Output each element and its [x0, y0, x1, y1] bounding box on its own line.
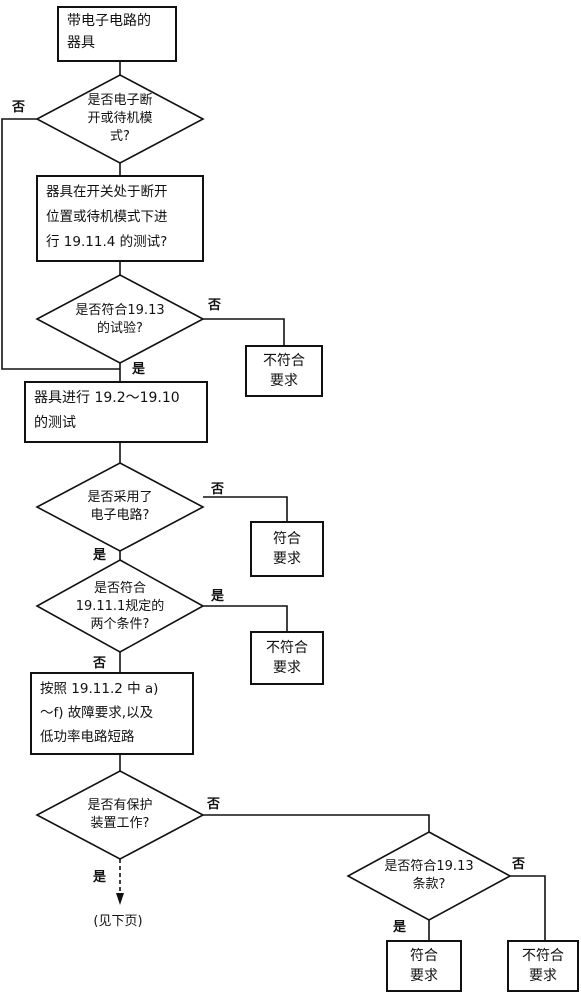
- label-no-d6: 否: [512, 857, 526, 872]
- label-no-d3: 否: [211, 482, 225, 497]
- label-no-d1: 否: [12, 100, 26, 115]
- continue-note: (见下页): [93, 914, 143, 929]
- result-box-3: 不符合 要求: [250, 631, 324, 685]
- process-box-3: 按照 19.11.2 中 a) ～f) 故障要求,以及 低功率电路短路: [30, 672, 194, 755]
- decision-2-text: 是否符合19.13 的试验?: [75, 303, 165, 336]
- label-no-d5: 否: [207, 797, 221, 812]
- result-box-2: 符合 要求: [250, 521, 324, 577]
- label-yes-d3: 是: [93, 548, 107, 563]
- process-box-2: 器具进行 19.2～19.10 的测试: [24, 381, 208, 443]
- label-no-d4: 否: [93, 656, 107, 671]
- decision-6-text: 是否符合19.13 条款?: [384, 859, 474, 892]
- result-box-1: 不符合 要求: [245, 345, 323, 397]
- label-no-d2: 否: [208, 298, 222, 313]
- decision-4-text: 是否符合 19.11.1规定的 两个条件?: [75, 581, 165, 632]
- label-yes-d6: 是: [393, 920, 407, 935]
- process-box-1: 器具在开关处于断开 位置或待机模式下进 行 19.11.4 的测试?: [36, 175, 204, 262]
- decision-3-text: 是否采用了 电子电路?: [87, 490, 153, 523]
- label-yes-d2: 是: [132, 362, 146, 377]
- label-yes-d5: 是: [93, 870, 107, 885]
- start-box: 带电子电路的 器具: [57, 6, 177, 62]
- decision-1-text: 是否电子断 开或待机模 式?: [87, 93, 153, 144]
- result-box-5: 不符合 要求: [507, 940, 579, 992]
- label-yes-d4: 是: [211, 589, 225, 604]
- result-box-4: 符合 要求: [386, 940, 462, 992]
- decision-5-text: 是否有保护 装置工作?: [87, 798, 153, 831]
- arrow-head: [116, 893, 124, 905]
